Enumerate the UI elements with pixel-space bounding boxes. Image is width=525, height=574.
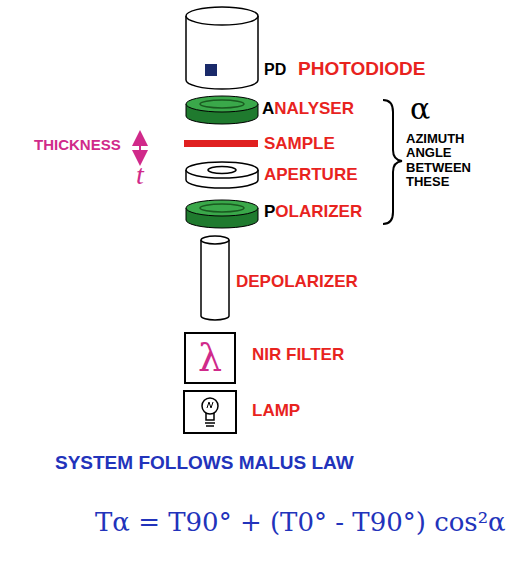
part-name: ANALYSER — [262, 100, 354, 119]
sample-symbol — [184, 140, 258, 147]
analyser-symbol — [186, 96, 258, 124]
polarizer-symbol — [186, 200, 258, 228]
dimension-symbol: t — [136, 160, 144, 191]
part-name: APERTURE — [264, 166, 358, 185]
caption-note: SYSTEM FOLLOWS MALUS LAW — [55, 453, 354, 474]
part-name: SAMPLE — [264, 135, 335, 154]
part-name: POLARIZER — [264, 203, 362, 222]
depolarizer-symbol — [201, 236, 229, 320]
part-name: NIR FILTER — [252, 346, 344, 365]
angle-note: AZIMUTH ANGLE BETWEEN THESE — [406, 132, 482, 189]
part-name: PHOTODIODE — [298, 59, 425, 80]
filter-box: λ — [184, 332, 236, 384]
photodiode-symbol — [186, 7, 258, 89]
aperture-symbol — [186, 162, 258, 188]
angle-symbol: α — [410, 92, 430, 125]
bracket — [383, 100, 402, 224]
thickness-arrow — [139, 138, 141, 158]
dimension-label: THICKNESS — [34, 137, 121, 154]
malus-formula: Tα = T90° + (T0° - T90°) cos²α — [95, 508, 506, 537]
part-name: DEPOLARIZER — [236, 273, 358, 292]
filter-symbol: λ — [198, 339, 222, 377]
part-name: LAMP — [252, 402, 300, 421]
part-abbreviation: PD — [264, 61, 286, 79]
lamp-symbol — [184, 391, 236, 433]
